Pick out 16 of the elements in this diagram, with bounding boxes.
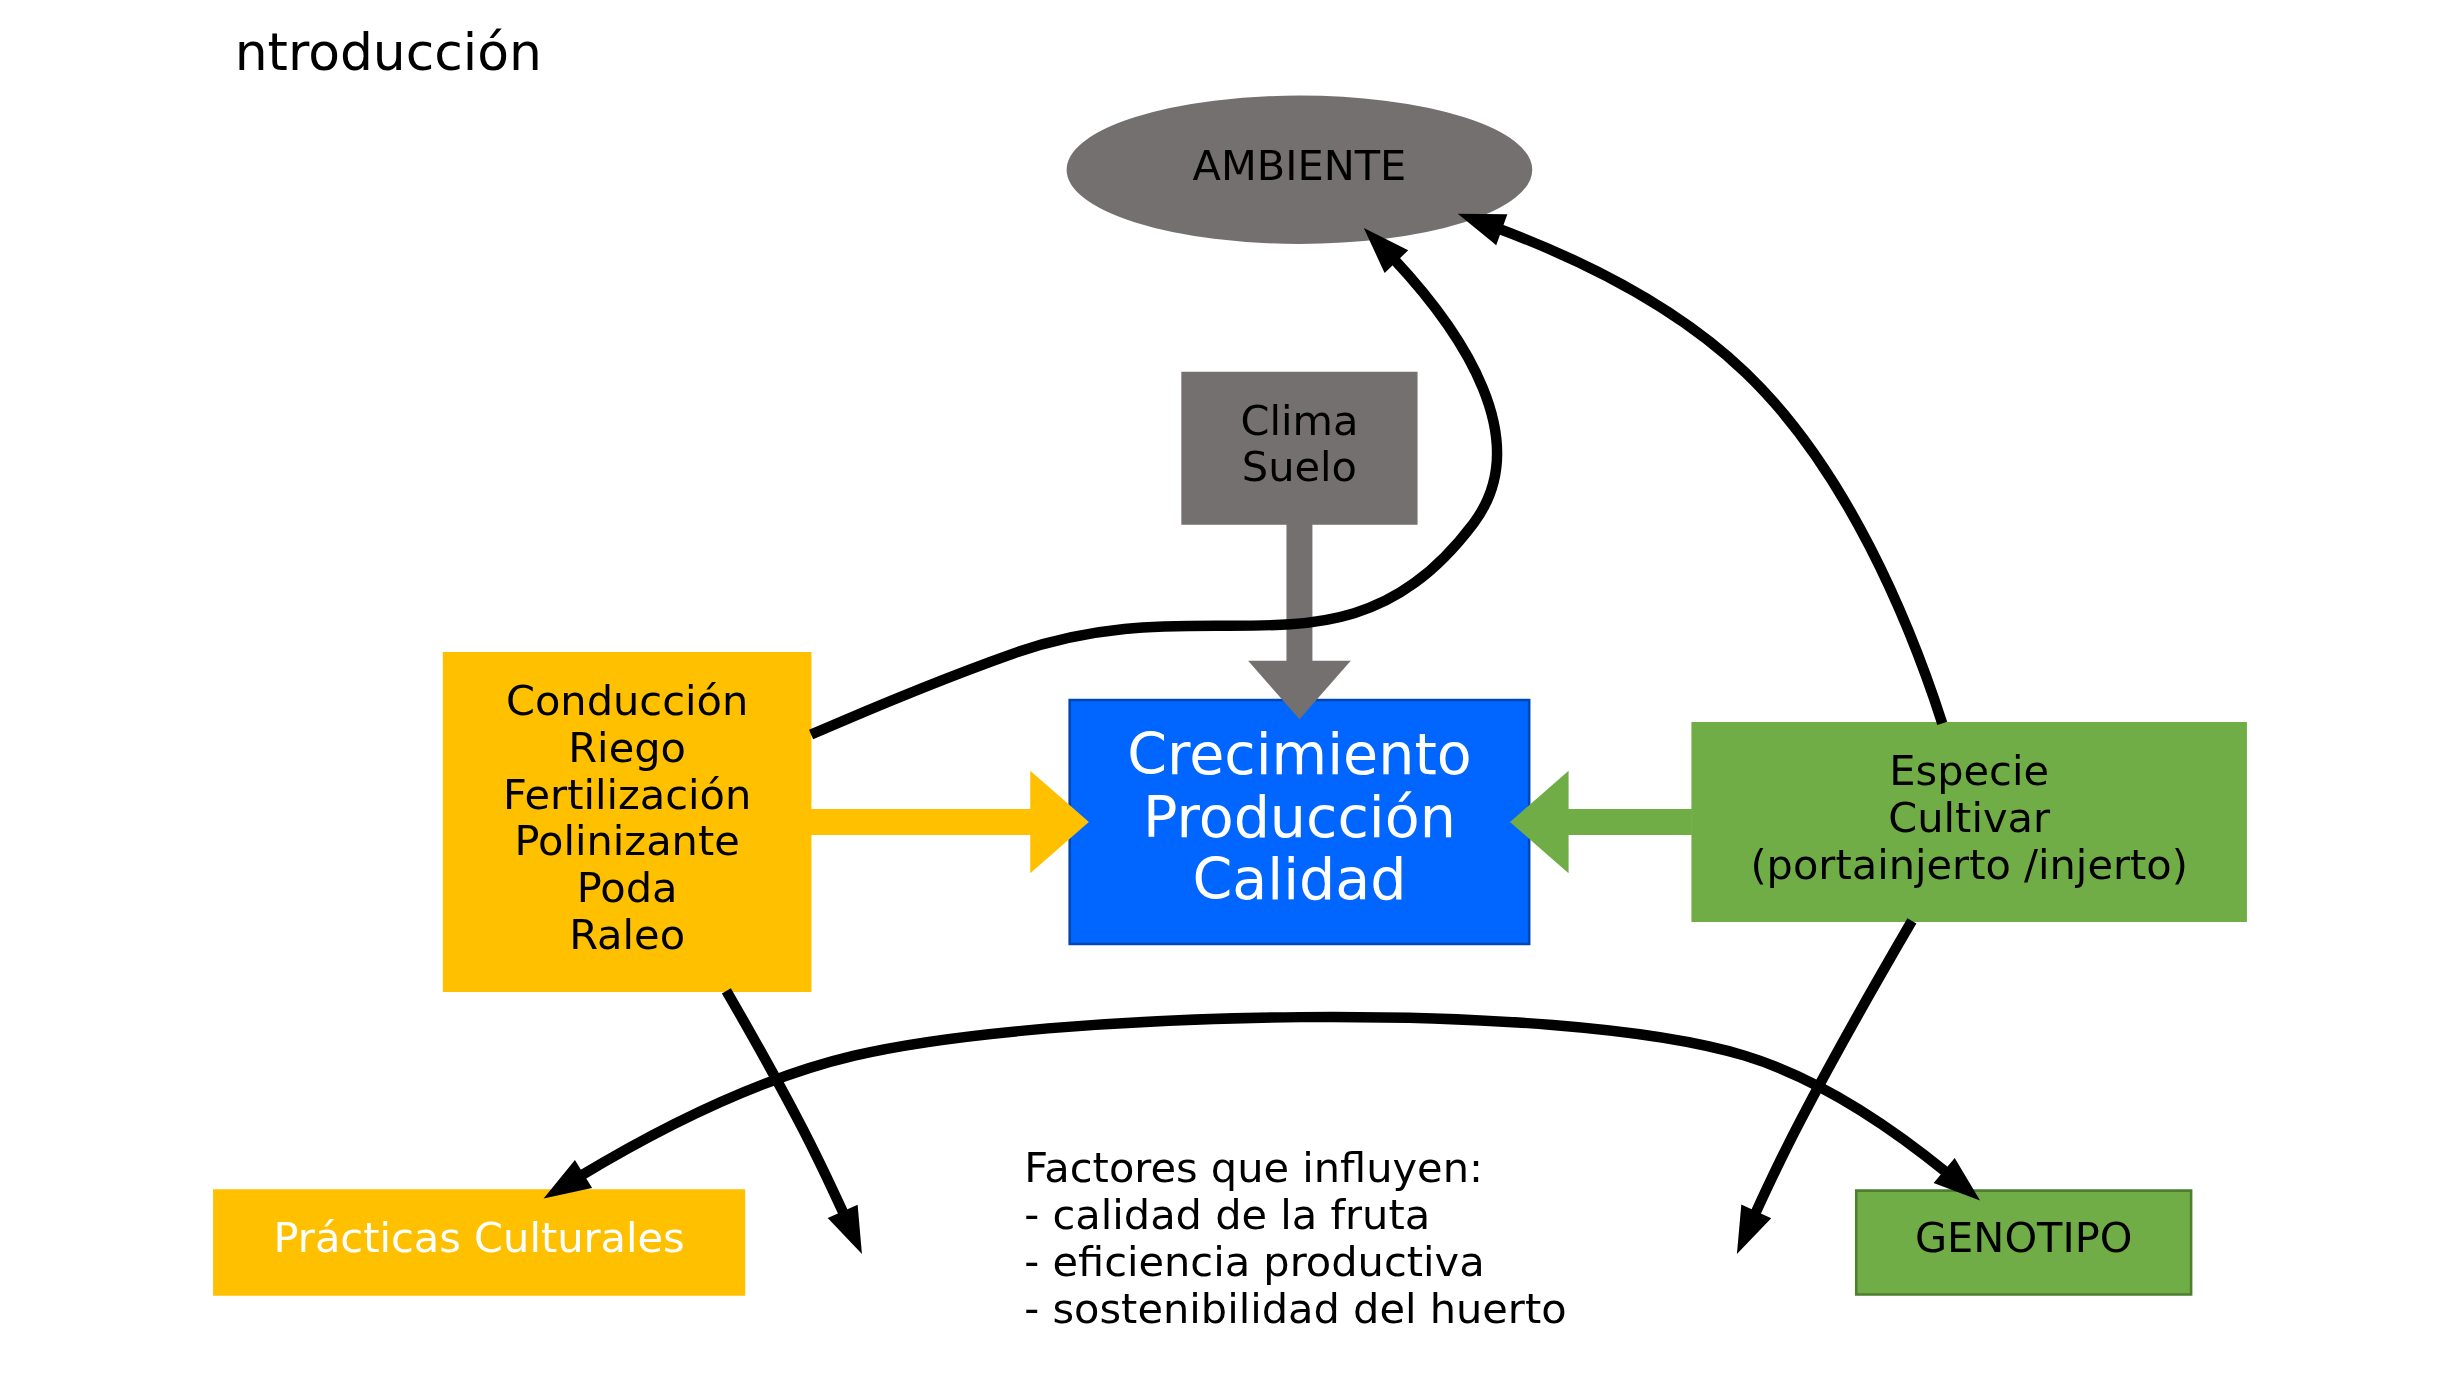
label: Factores que influyen: <box>1023 1143 1483 1193</box>
node-box: Conducción Riego Fertilización Polinizante Poda Raleo <box>442 652 811 993</box>
arrow <box>1247 523 1351 720</box>
node-box: Prácticas Culturales <box>212 1189 745 1296</box>
node-box: Clima Suelo <box>1180 371 1418 525</box>
diagram-title: ntroducción <box>234 22 542 83</box>
arrow <box>1509 770 1692 874</box>
arrow <box>808 228 1502 740</box>
arrow <box>543 1011 1980 1201</box>
arrow <box>721 988 862 1255</box>
node-box: GENOTIPO <box>1854 1189 2192 1296</box>
arrow <box>1457 213 1947 725</box>
node-box: Crecimiento Producción Calidad <box>1067 698 1530 946</box>
arrow <box>1736 918 1916 1255</box>
arrow <box>809 770 1089 874</box>
node-box: Especie Cultivar (portainjerto /injerto) <box>1690 722 2247 922</box>
